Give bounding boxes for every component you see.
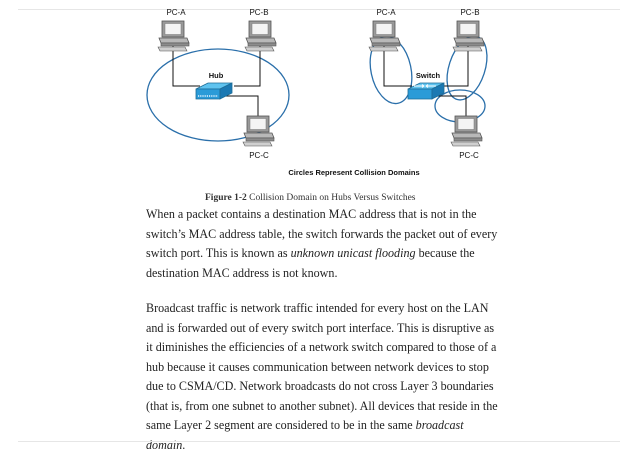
bottom-divider [18,441,620,442]
figure-caption-text: Collision Domain on Hubs Versus Switches [246,193,416,203]
pc-a-label: PC-A [166,8,186,17]
hub-link-pc-c [218,95,259,120]
switch-icon [407,82,445,100]
hub-link-pc-b [234,46,261,87]
pc-c-label: PC-C [249,151,269,160]
hub-collision-domain-circle [146,48,290,142]
figure-legend: Circles Represent Collision Domains [288,168,419,177]
term-unknown-unicast-flooding: unknown unicast flooding [290,246,416,260]
top-divider [18,9,620,10]
pc-c-label: PC-C [459,151,479,160]
figure-caption: Figure 1-2 Collision Domain on Hubs Vers… [205,193,416,203]
paragraph-text: . [182,437,186,452]
hub-link-pc-a [172,46,200,87]
pc-b-label: PC-B [460,8,479,17]
pc-c-icon [450,115,483,147]
hub-icon [195,82,233,100]
switch-link-pc-a [383,46,412,87]
paragraph-unknown-unicast: When a packet contains a destination MAC… [146,205,498,283]
paragraph-text: Broadcast traffic is network traffic int… [146,301,498,432]
collision-domain-figure: PC-A PC-B PC-C Hub PC-A PC-B PC-C Switch… [146,8,488,177]
switch-link-pc-c [430,95,467,120]
figure-number: Figure 1-2 [205,193,247,203]
pc-a-label: PC-A [376,8,396,17]
switch-diagram: PC-A PC-B PC-C Switch [368,8,488,160]
switch-label: Switch [416,71,441,80]
paragraph-text: When a packet contains a destination MAC… [146,207,498,260]
hub-diagram: PC-A PC-B PC-C Hub [146,8,290,160]
paragraph-broadcast: Broadcast traffic is network traffic int… [146,299,498,455]
switch-link-pc-b [442,46,469,87]
hub-label: Hub [209,71,224,80]
paragraph-text: because the destination MAC address is n… [146,246,475,280]
pc-c-icon [242,115,275,147]
pc-b-label: PC-B [249,8,268,17]
